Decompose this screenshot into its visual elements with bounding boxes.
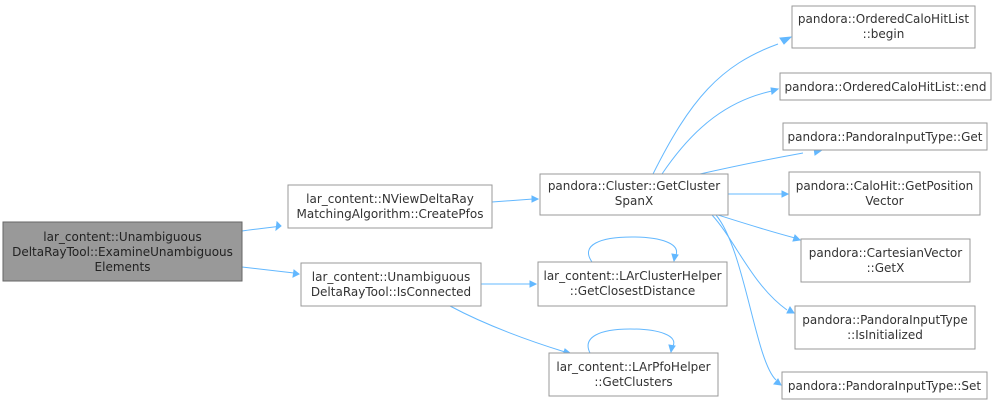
node-label-line: pandora::PandoraInputType::Get (788, 130, 983, 144)
edge-examine-isconnected (241, 266, 300, 278)
node-pandora-input-type-get[interactable]: pandora::PandoraInputType::Get (782, 122, 988, 151)
node-get-cluster-span-x[interactable]: pandora::Cluster::GetCluster SpanX (539, 173, 729, 216)
node-label-line: ::begin (863, 27, 905, 41)
node-label-line: pandora::OrderedCaloHitList (798, 12, 969, 26)
node-label-line: pandora::CaloHit::GetPosition (796, 179, 974, 193)
node-cartesian-vector-get-x[interactable]: pandora::CartesianVector ::GetX (800, 238, 971, 283)
node-label-line: SpanX (615, 194, 653, 208)
edge-examine-createpfos (241, 220, 282, 232)
node-label-line: pandora::Cluster::GetCluster (548, 179, 720, 193)
node-label-line: ::IsInitialized (847, 328, 923, 342)
node-ordered-calo-hit-list-begin[interactable]: pandora::OrderedCaloHitList ::begin (791, 5, 976, 49)
node-label-line: lar_content::Unambiguous (43, 230, 201, 244)
edge-createpfos-getclusterspanx (491, 195, 540, 203)
node-label-line: pandora::PandoraInputType::Set (788, 379, 982, 393)
node-get-clusters[interactable]: lar_content::LArPfoHelper ::GetClusters (548, 352, 719, 397)
edge-getclusterspanx-getposition (727, 190, 790, 198)
edge-getclosestdistance-self (588, 236, 679, 263)
node-create-pfos[interactable]: lar_content::NViewDeltaRay MatchingAlgor… (287, 184, 493, 229)
node-label-line: lar_content::LArPfoHelper (556, 360, 710, 374)
edge-getclusterspanx-begin (652, 36, 793, 175)
node-label-line: ::GetX (867, 261, 905, 275)
node-pandora-input-type-is-initialized[interactable]: pandora::PandoraInputType ::IsInitialize… (794, 305, 976, 350)
node-examine-unambiguous-elements[interactable]: lar_content::Unambiguous DeltaRayTool::E… (2, 221, 243, 282)
node-label-line: lar_content::LArClusterHelper (543, 269, 721, 283)
node-calo-hit-get-position-vector[interactable]: pandora::CaloHit::GetPosition Vector (788, 171, 981, 216)
node-label-line: DeltaRayTool::IsConnected (311, 285, 471, 299)
node-pandora-input-type-set[interactable]: pandora::PandoraInputType::Set (781, 371, 988, 400)
node-get-closest-distance[interactable]: lar_content::LArClusterHelper ::GetClose… (537, 261, 728, 307)
edge-isconnected-getclosestdistance (481, 280, 538, 288)
node-label-line: Elements (95, 260, 151, 274)
edge-getclusterspanx-inputset (715, 214, 782, 386)
edge-getclusters-self (587, 328, 676, 354)
node-label-line: lar_content::NViewDeltaRay (306, 192, 474, 206)
edge-getclusterspanx-getx (717, 214, 802, 242)
node-label-line: ::GetClusters (594, 375, 672, 389)
node-label-line: pandora::CartesianVector (809, 246, 963, 260)
edge-getclusterspanx-isinitialized (711, 214, 795, 314)
node-label-line: lar_content::Unambiguous (312, 270, 470, 284)
edge-getclusterspanx-inputget (699, 147, 824, 175)
node-label-line: MatchingAlgorithm::CreatePfos (297, 207, 484, 221)
node-is-connected[interactable]: lar_content::Unambiguous DeltaRayTool::I… (300, 262, 482, 307)
edge-getclusterspanx-end (661, 87, 780, 175)
node-label-line: pandora::OrderedCaloHitList::end (785, 80, 987, 94)
node-label-line: Vector (865, 194, 903, 208)
node-label-line: pandora::PandoraInputType (802, 313, 967, 327)
node-label-line: ::GetClosestDistance (570, 284, 696, 298)
node-label-line: DeltaRayTool::ExamineUnambiguous (12, 245, 233, 259)
edge-isconnected-getclusters (449, 305, 572, 356)
node-ordered-calo-hit-list-end[interactable]: pandora::OrderedCaloHitList::end (779, 72, 992, 101)
